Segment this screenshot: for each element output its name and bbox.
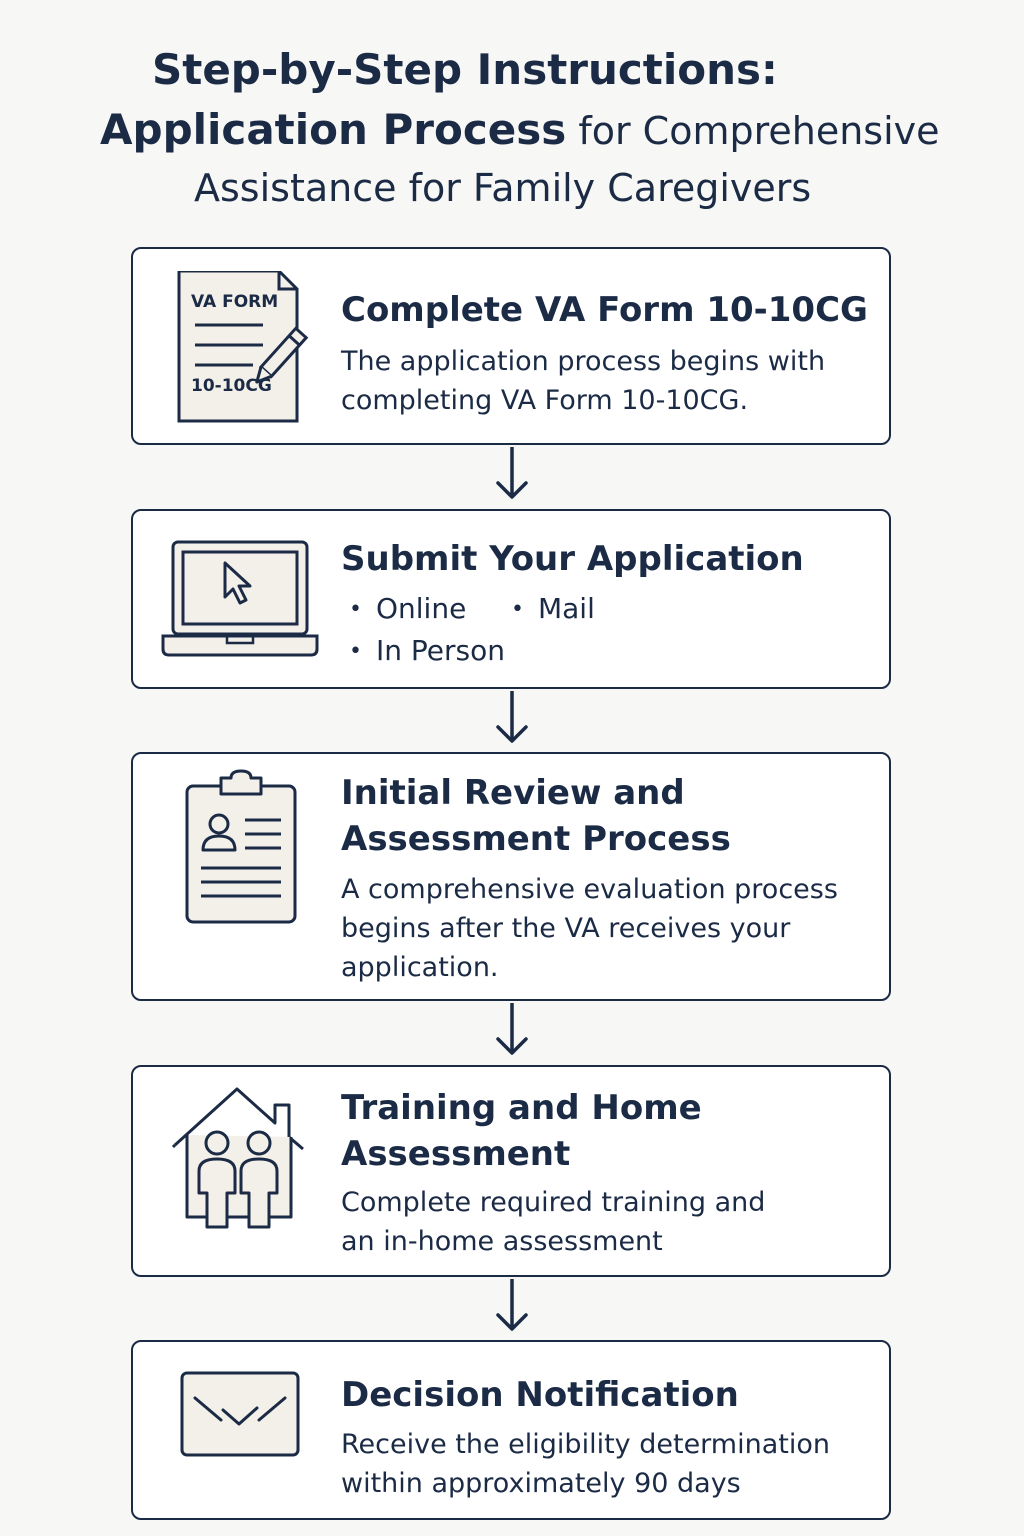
title-emphasis: Application Process xyxy=(100,105,567,154)
form-with-pencil-icon: VA FORM 10-10CG xyxy=(177,271,309,423)
down-arrow-icon xyxy=(496,447,528,499)
step-card-training-home: Training and Home Assessment Complete re… xyxy=(131,1065,891,1277)
step-card-decision-notification: Decision Notification Receive the eligib… xyxy=(131,1340,891,1520)
submit-option-in-person: In Person xyxy=(349,631,505,674)
laptop-cursor-icon xyxy=(161,540,319,657)
clipboard-profile-icon xyxy=(185,769,297,924)
form-icon-text-top: VA FORM xyxy=(191,292,278,312)
step-card-initial-review: Initial Review and Assessment Process A … xyxy=(131,752,891,1001)
step-heading: Training and Home Assessment xyxy=(341,1088,702,1174)
step-heading: Decision Notification xyxy=(341,1375,739,1415)
house-family-icon xyxy=(171,1087,304,1229)
envelope-check-icon xyxy=(180,1371,300,1457)
step-heading: Initial Review and Assessment Process xyxy=(341,773,731,859)
step-description: Complete required training and an in-hom… xyxy=(341,1187,766,1257)
step-card-complete-form: VA FORM 10-10CG Complete VA Form 10-10CG… xyxy=(131,247,891,445)
step-description: A comprehensive evaluation process begin… xyxy=(341,874,838,983)
form-icon-text-bottom: 10-10CG xyxy=(191,376,272,396)
down-arrow-icon xyxy=(496,1003,528,1055)
page-title-line-3: Assistance for Family Caregivers xyxy=(194,166,812,210)
title-rest: for Comprehensive xyxy=(566,109,940,153)
step-heading: Submit Your Application xyxy=(341,539,804,579)
submit-option-online: Online xyxy=(349,589,466,632)
step-description: The application process begins with comp… xyxy=(341,346,826,416)
step-heading: Complete VA Form 10-10CG xyxy=(341,290,868,330)
step-card-submit-application: Submit Your Application Online Mail In P… xyxy=(131,509,891,689)
page-title-line-2: Application Process for Comprehensive xyxy=(100,104,1024,157)
page-title-line-1: Step-by-Step Instructions: xyxy=(152,45,778,94)
down-arrow-icon xyxy=(496,1279,528,1331)
step-description: Receive the eligibility determination wi… xyxy=(341,1429,830,1499)
down-arrow-icon xyxy=(496,691,528,743)
submit-option-mail: Mail xyxy=(511,589,595,632)
